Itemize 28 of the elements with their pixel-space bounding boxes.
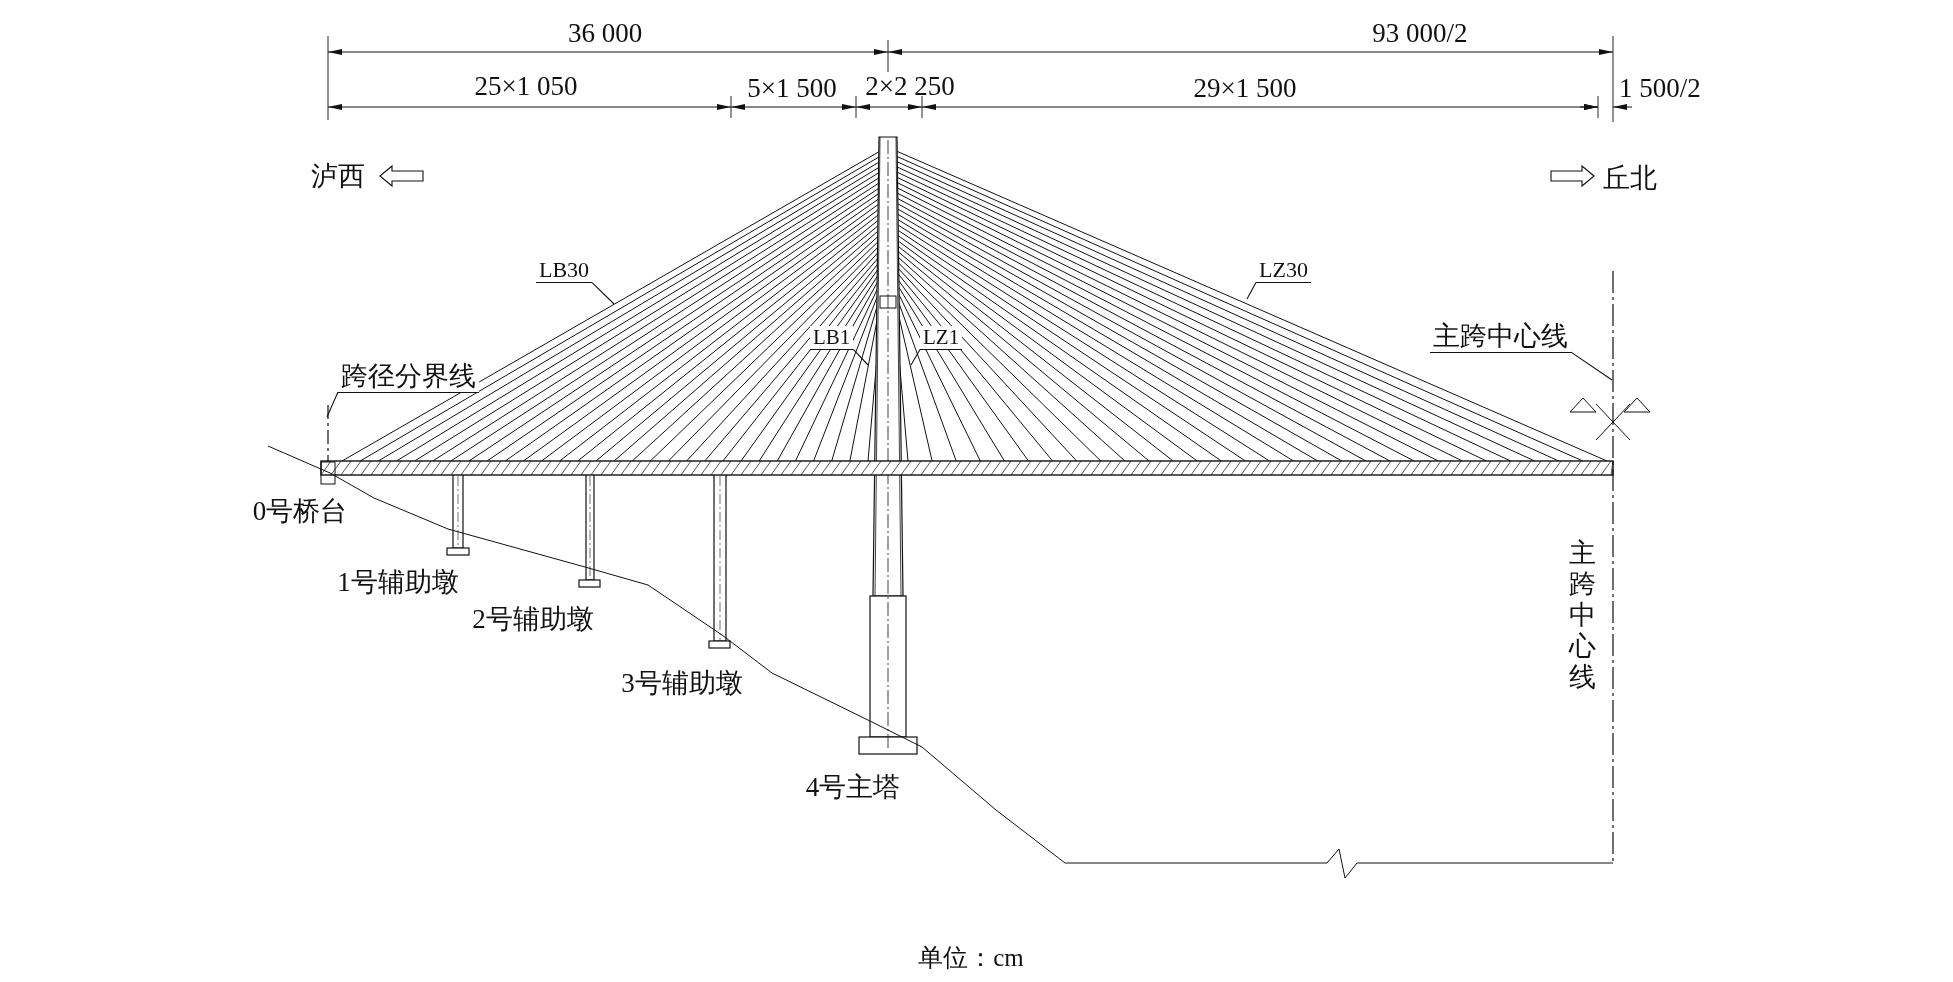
- line-label: 跨径分界线: [338, 362, 479, 393]
- leader-line: [1246, 282, 1257, 300]
- cable-label: LZ1: [920, 326, 963, 351]
- dimension-label: 36 000: [567, 19, 643, 47]
- leader-line: [852, 348, 869, 366]
- pier-label: 1号辅助墩: [337, 568, 459, 596]
- leader-line: [591, 282, 615, 305]
- boundary-line: [327, 405, 329, 462]
- leader-line: [910, 348, 921, 366]
- line-label: 主跨中心线: [1430, 322, 1571, 353]
- dimension-label: 1 500/2: [1619, 74, 1701, 102]
- dimension-label: 93 000/2: [1372, 19, 1468, 47]
- pier-label: 2号辅助墩: [472, 605, 594, 633]
- leader-line: [326, 391, 339, 418]
- dimension-label: 5×1 500: [747, 74, 837, 102]
- place-label: 泸西: [311, 162, 365, 190]
- cable-label: LB1: [810, 326, 854, 351]
- centerline-label: 主跨中心线: [1568, 538, 1596, 694]
- leader-line: [1570, 351, 1613, 381]
- dimension-label: 29×1 500: [1193, 74, 1297, 102]
- center-line: [1612, 271, 1614, 863]
- place-label: 丘北: [1603, 164, 1657, 192]
- dimension-label: 2×2 250: [865, 72, 955, 100]
- pier-label: 0号桥台: [252, 497, 348, 525]
- tower-label: 4号主塔: [805, 773, 901, 801]
- unit-caption: 单位：cm: [918, 944, 1024, 970]
- dimension-label: 25×1 050: [474, 72, 578, 100]
- pier-label: 3号辅助墩: [621, 669, 743, 697]
